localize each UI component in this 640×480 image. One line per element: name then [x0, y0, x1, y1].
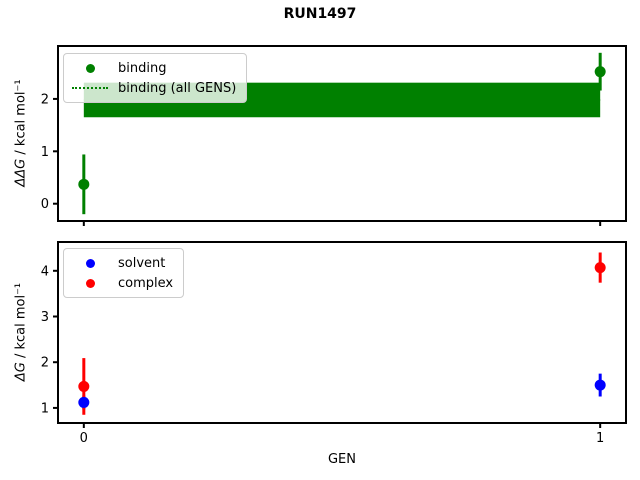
- y-tick-label: 0: [41, 197, 49, 212]
- x-tick-label: 0: [80, 431, 88, 446]
- legend-item-solvent: solvent: [70, 253, 173, 273]
- legend-item-complex: complex: [70, 273, 173, 293]
- x-axis-label: GEN: [327, 452, 356, 467]
- binding-marker-icon: [85, 63, 95, 73]
- y-tick-label: 4: [41, 264, 49, 279]
- y-tick-label: 1: [41, 145, 49, 160]
- complex-marker-icon: [85, 278, 95, 288]
- legend-label-solvent: solvent: [118, 255, 166, 271]
- axes-spines: [57, 241, 627, 424]
- top-y-axis-label-math: ΔΔG: [13, 158, 29, 187]
- legend-label-binding-all-gens: binding (all GENS): [118, 80, 237, 96]
- y-tick-label: 2: [41, 92, 49, 107]
- dotted-line-icon: [72, 87, 108, 89]
- top-y-axis-label-units: / kcal mol⁻¹: [13, 79, 29, 159]
- x-tick-label: 1: [596, 431, 604, 446]
- solvent-point: [78, 396, 90, 408]
- bottom-y-axis-label: ΔG / kcal mol⁻¹: [14, 283, 29, 381]
- y-tick-label: 3: [41, 310, 49, 325]
- top-legend: binding binding (all GENS): [63, 53, 248, 103]
- bottom-y-axis-label-units: / kcal mol⁻¹: [13, 282, 29, 363]
- y-tick-label: 2: [41, 356, 49, 371]
- legend-label-complex: complex: [118, 275, 174, 291]
- axes-spines: [57, 45, 627, 222]
- top-y-axis-label: ΔΔG / kcal mol⁻¹: [14, 79, 29, 186]
- y-tick-label: 1: [41, 401, 49, 416]
- bottom-y-axis-label-math: ΔG: [13, 362, 29, 382]
- legend-label-binding: binding: [118, 60, 167, 76]
- solvent-point: [594, 379, 606, 391]
- complex-point: [594, 262, 606, 274]
- bottom-legend: solvent complex: [63, 248, 185, 298]
- solvent-marker-icon: [85, 258, 95, 268]
- complex-point: [78, 380, 90, 392]
- binding-point: [594, 66, 606, 78]
- binding-point: [78, 178, 90, 190]
- bottom-subplot: 1 2 3 4 0 1: [41, 241, 627, 446]
- legend-item-binding: binding: [70, 58, 236, 78]
- figure-title: RUN1497: [283, 6, 357, 22]
- legend-item-binding-all-gens: binding (all GENS): [70, 78, 236, 98]
